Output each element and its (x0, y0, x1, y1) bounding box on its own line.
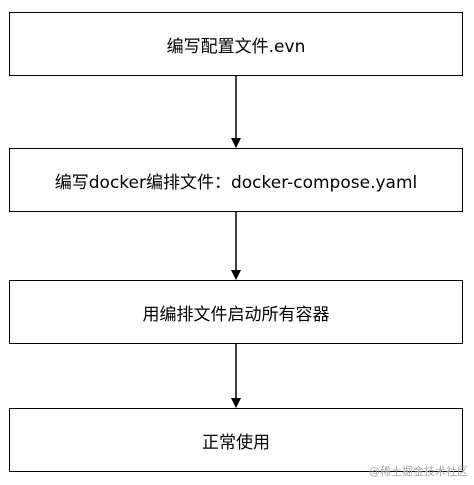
step-start-containers: 用编排文件启动所有容器 (9, 280, 463, 344)
step-label: 用编排文件启动所有容器 (142, 304, 330, 325)
step-label: 正常使用 (202, 432, 270, 453)
step-label: 编写配置文件.evn (166, 36, 306, 57)
step-write-config-file: 编写配置文件.evn (9, 12, 463, 76)
step-normal-use: 正常使用 (9, 408, 463, 472)
step-label: 编写docker编排文件：docker-compose.yaml (54, 172, 418, 193)
step-write-compose-file: 编写docker编排文件：docker-compose.yaml (9, 148, 463, 212)
watermark: @稀土掘金技术社区 (369, 465, 468, 478)
